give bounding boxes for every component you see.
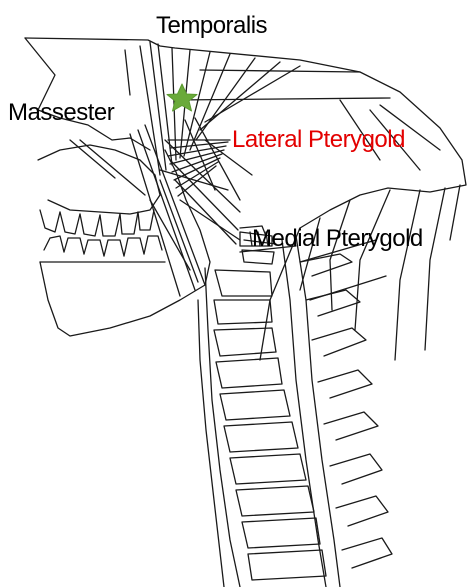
temporalis-fibers — [125, 42, 390, 175]
lateral-pterygoid-label: Lateral Pterygold — [232, 128, 405, 152]
upper-teeth — [40, 210, 154, 236]
star-icon — [167, 84, 197, 111]
lower-teeth — [40, 236, 165, 262]
masseter-fibers — [80, 125, 205, 296]
spinal-column-lines — [198, 236, 392, 587]
medial-pterygoid-label: Medial Pterygold — [252, 227, 423, 251]
masseter-label: Massester — [8, 101, 114, 125]
cervical-vertebrae — [214, 232, 326, 580]
temporalis-label: Temporalis — [156, 14, 267, 38]
